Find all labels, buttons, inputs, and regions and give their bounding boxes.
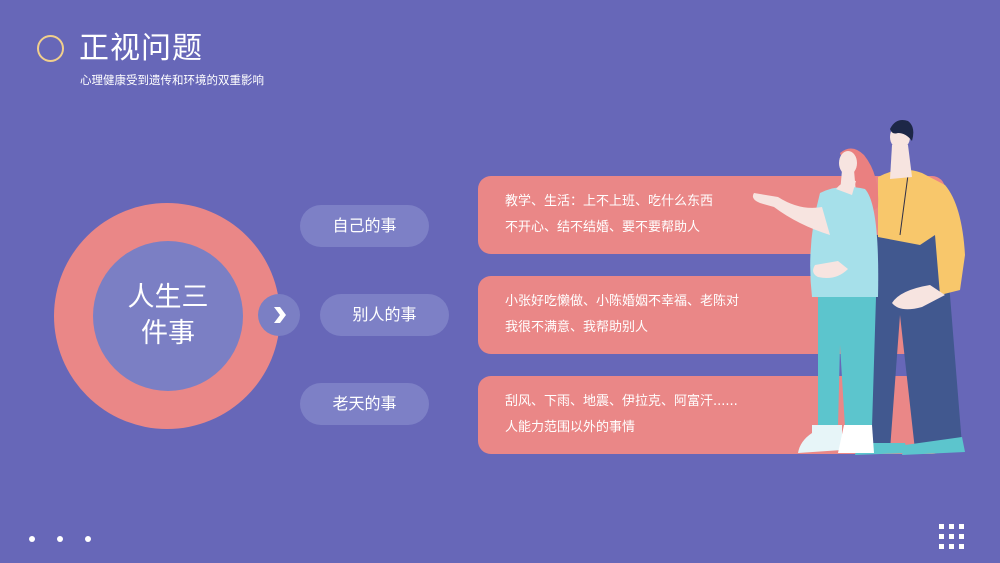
arrow-button <box>258 294 300 336</box>
title-circle-icon <box>37 35 64 62</box>
card-text-line: 教学、生活：上不上班、吃什么东西 <box>505 194 714 209</box>
category-others-affairs: 别人的事 <box>320 294 449 336</box>
center-circle: 人生三件事 <box>93 241 243 391</box>
couple-illustration <box>752 120 965 455</box>
dot-icon <box>29 536 35 542</box>
dot-icon <box>57 536 63 542</box>
category-heaven-affairs: 老天的事 <box>300 383 429 425</box>
card-text-line: 小张好吃懒做、小陈婚姻不幸福、老陈对 <box>505 294 740 309</box>
center-label: 人生三件事 <box>127 282 209 349</box>
page-subtitle: 心理健康受到遗传和环境的双重影响 <box>80 73 264 87</box>
decorative-dots <box>29 536 91 542</box>
dot-grid-icon <box>939 524 966 551</box>
card-text-line: 不开心、结不结婚、要不要帮助人 <box>505 220 701 235</box>
page-title: 正视问题 <box>79 31 203 66</box>
card-text-line: 我很不满意、我帮助别人 <box>505 320 649 335</box>
dot-icon <box>85 536 91 542</box>
card-text-line: 人能力范围以外的事情 <box>505 420 636 435</box>
card-text-line: 刮风、下雨、地震、伊拉克、阿富汗...... <box>505 394 738 409</box>
category-own-affairs: 自己的事 <box>300 205 429 247</box>
chevron-right-icon <box>274 307 286 323</box>
